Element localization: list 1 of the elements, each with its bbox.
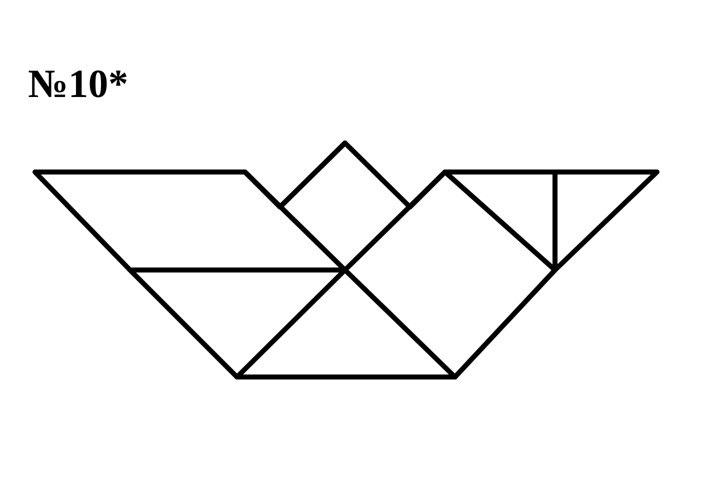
title: №10* bbox=[28, 62, 128, 106]
